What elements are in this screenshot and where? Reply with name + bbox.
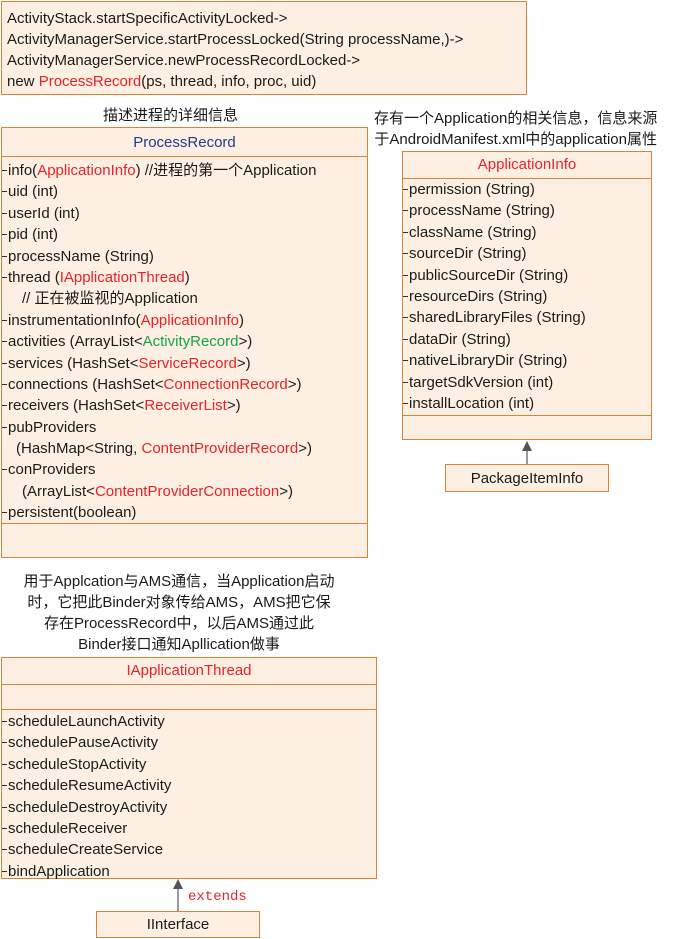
field-targetsdkversion: targetSdkVersion (int) — [403, 372, 651, 393]
iinterface-box: IInterface — [96, 911, 260, 938]
call-chain-line-2: ActivityManagerService.startProcessLocke… — [7, 31, 464, 48]
method-schedulelaunchactivity: scheduleLaunchActivity — [2, 711, 376, 732]
field-receivers: receivers (HashSet<ReceiverList>) — [2, 395, 367, 416]
method-schedulereceiver: scheduleReceiver — [2, 818, 376, 839]
field-persistent: persistent(boolean) — [2, 502, 367, 523]
method-scheduledestroyactivity: scheduleDestroyActivity — [2, 797, 376, 818]
field-uid: uid (int) — [2, 181, 367, 202]
application-info-class-box: ApplicationInfo permission (String) proc… — [402, 151, 652, 440]
field-datadir: dataDir (String) — [403, 329, 651, 350]
process-record-title: ProcessRecord — [2, 128, 367, 157]
iapplication-thread-caption-line-1: 用于Applcation与AMS通信，当Application启动 — [23, 573, 335, 590]
field-pid: pid (int) — [2, 224, 367, 245]
packageiteminfo-arrowhead — [522, 441, 532, 451]
field-processname: processName (String) — [2, 246, 367, 267]
iapplication-thread-caption-line-3: 存在ProcessRecord中，以后AMS通过此 — [43, 615, 315, 632]
field-nativelibrarydir: nativeLibraryDir (String) — [403, 350, 651, 371]
iapplication-thread-class-box: IApplicationThread scheduleLaunchActivit… — [1, 657, 377, 882]
field-resourcedirs: resourceDirs (String) — [403, 286, 651, 307]
field-permission: permission (String) — [403, 179, 651, 200]
field-userid: userId (int) — [2, 203, 367, 224]
field-processname: processName (String) — [403, 200, 651, 221]
process-record-fields: info(ApplicationInfo) //进程的第一个Applicatio… — [2, 157, 367, 524]
constructor-args: (ps, thread, info, proc, uid) — [141, 73, 317, 90]
field-installlocation: installLocation (int) — [403, 393, 651, 414]
call-chain-line-3: ActivityManagerService.newProcessRecordL… — [7, 52, 361, 69]
field-thread: thread (IApplicationThread) — [2, 267, 367, 288]
call-chain-line-1: ActivityStack.startSpecificActivityLocke… — [7, 10, 288, 27]
field-publicsourcedir: publicSourceDir (String) — [403, 265, 651, 286]
iapplication-thread-fields — [2, 685, 376, 710]
field-info: info(ApplicationInfo) //进程的第一个Applicatio… — [2, 160, 367, 181]
iapplication-thread-caption: 用于Applcation与AMS通信，当Application启动 时，它把此B… — [5, 571, 353, 655]
package-item-info-box: PackageItemInfo — [445, 464, 609, 492]
method-schedulecreateservice: scheduleCreateService — [2, 839, 376, 860]
method-bindapplication: bindApplication — [2, 861, 376, 882]
application-info-caption-line-2: 于AndroidManifest.xml中的application属性 — [374, 131, 657, 148]
call-chain-box: ActivityStack.startSpecificActivityLocke… — [1, 1, 527, 95]
field-pubproviders-type: (HashMap<String, ContentProviderRecord>) — [16, 440, 312, 458]
method-schedulestopactivity: scheduleStopActivity — [2, 754, 376, 775]
field-conproviders: conProviders — [2, 459, 367, 480]
iapplication-thread-caption-line-2: 时，它把此Binder对象传给AMS，AMS把它保 — [27, 594, 331, 611]
field-pubproviders: pubProviders — [2, 417, 367, 438]
method-schedulepauseactivity: schedulePauseActivity — [2, 732, 376, 753]
iapplication-thread-caption-line-4: Binder接口通知Apllication做事 — [78, 636, 280, 653]
process-record-class-ref: ProcessRecord — [38, 73, 142, 90]
call-chain-line-4: new ProcessRecord(ps, thread, info, proc… — [7, 71, 526, 92]
process-record-caption: 描述进程的详细信息 — [103, 107, 239, 124]
field-instrumentationinfo: instrumentationInfo(ApplicationInfo) — [2, 310, 367, 331]
field-activities: activities (ArrayList<ActivityRecord>) — [2, 331, 367, 352]
field-services: services (HashSet<ServiceRecord>) — [2, 353, 367, 374]
field-thread-comment: // 正在被监视的Application — [22, 290, 198, 308]
method-scheduleresumeactivity: scheduleResumeActivity — [2, 775, 376, 796]
process-record-class-box: ProcessRecord info(ApplicationInfo) //进程… — [1, 127, 368, 558]
application-info-caption: 存有一个Application的相关信息，信息来源 于AndroidManife… — [374, 108, 657, 150]
field-connections: connections (HashSet<ConnectionRecord>) — [2, 374, 367, 395]
extends-label: extends — [188, 889, 247, 905]
application-info-caption-line-1: 存有一个Application的相关信息，信息来源 — [374, 110, 658, 127]
iinterface-arrowhead — [173, 879, 183, 889]
field-classname: className (String) — [403, 222, 651, 243]
application-info-fields: permission (String) processName (String)… — [403, 179, 651, 416]
application-info-title: ApplicationInfo — [403, 152, 651, 179]
new-keyword: new — [7, 73, 39, 90]
field-conproviders-type: (ArrayList<ContentProviderConnection>) — [22, 482, 293, 500]
field-sharedlibraryfiles: sharedLibraryFiles (String) — [403, 307, 651, 328]
field-sourcedir: sourceDir (String) — [403, 243, 651, 264]
iapplication-thread-title: IApplicationThread — [2, 658, 376, 685]
iapplication-thread-methods: scheduleLaunchActivity schedulePauseActi… — [2, 710, 376, 882]
